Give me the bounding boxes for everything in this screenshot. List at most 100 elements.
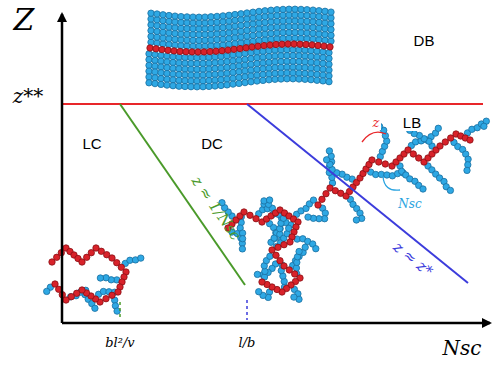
tick-label: bl²/v <box>105 336 134 349</box>
side-chain-bead <box>248 79 254 85</box>
side-chain-bead <box>226 12 232 18</box>
side-chain-bead <box>236 80 242 86</box>
boundary-label: z ≈ 1/Nsc <box>189 173 244 242</box>
side-chain-bead <box>214 13 220 19</box>
side-chain-bead <box>326 79 332 85</box>
region-label: LC <box>82 136 101 151</box>
side-chain-bead <box>158 81 164 87</box>
side-chain-bead <box>323 157 329 163</box>
axis-label: Nsc <box>443 338 482 358</box>
backbone-bead <box>267 42 273 48</box>
side-chain-bead <box>296 76 302 82</box>
backbone-bead <box>259 279 265 285</box>
backbone-bead <box>241 209 247 215</box>
side-chain-bead <box>286 6 292 12</box>
backbone-bead <box>171 48 177 54</box>
side-chain-bead <box>242 79 248 85</box>
backbone-bead <box>273 252 279 258</box>
backbone-bead <box>323 191 329 197</box>
side-chain-bead <box>272 76 278 82</box>
transition-line <box>247 104 468 283</box>
backbone-bead <box>273 41 279 47</box>
backbone-bead <box>225 47 231 53</box>
x-axis <box>62 322 490 325</box>
backbone-bead <box>376 159 382 165</box>
side-chain-bead <box>172 13 178 19</box>
tick-mark <box>246 300 248 320</box>
side-chain-bead <box>271 235 277 241</box>
backbone-bead <box>275 244 281 250</box>
polymer-illustration <box>44 6 490 314</box>
side-chain-bead <box>266 197 272 203</box>
backbone-bead <box>207 48 213 54</box>
backbone-bead <box>231 46 237 52</box>
side-chain-bead <box>313 246 319 252</box>
side-chain-bead <box>316 8 322 14</box>
tick-label: l/b <box>239 336 256 349</box>
side-chain-bead <box>268 7 274 13</box>
side-chain-bead <box>267 253 273 259</box>
side-chain-bead <box>291 294 297 300</box>
side-chain-bead <box>230 81 236 87</box>
side-chain-bead <box>310 7 316 13</box>
axis-tick-label: z** <box>13 86 44 106</box>
arc-mark <box>362 132 386 142</box>
side-chain-bead <box>166 12 172 18</box>
side-chain-bead <box>212 83 218 89</box>
backbone-bead <box>147 45 153 51</box>
side-chain-bead <box>314 77 320 83</box>
side-chain-bead <box>224 82 230 88</box>
backbone-bead <box>321 43 327 49</box>
side-chain-bead <box>200 84 206 90</box>
backbone-bead <box>279 41 285 47</box>
side-chain-bead <box>290 76 296 82</box>
transition-line <box>120 104 245 285</box>
side-chain-bead <box>190 14 196 20</box>
backbone-bead <box>109 292 115 298</box>
side-chain-bead <box>239 236 245 242</box>
backbone-bead <box>442 139 448 145</box>
backbone-bead <box>115 289 121 295</box>
side-chain-bead <box>154 11 160 17</box>
boundary-label: z ≈ z* <box>391 239 436 279</box>
backbone-bead <box>303 41 309 47</box>
side-chain-bead <box>308 77 314 83</box>
region-label: DB <box>414 33 435 48</box>
side-chain-bead <box>97 275 103 281</box>
side-chain-bead <box>182 83 188 89</box>
side-chain-bead <box>148 10 154 16</box>
backbone-bead <box>315 42 321 48</box>
backbone-bead <box>177 48 183 54</box>
side-chain-bead <box>138 255 144 261</box>
side-chain-bead <box>278 76 284 82</box>
backbone-bead <box>219 48 225 54</box>
side-chain-bead <box>447 187 453 193</box>
side-chain-bead <box>220 13 226 19</box>
side-chain-bead <box>244 10 250 16</box>
side-chain-bead <box>280 6 286 12</box>
side-chain-bead <box>262 8 268 14</box>
side-chain-bead <box>160 12 166 18</box>
side-chain-bead <box>302 76 308 82</box>
side-chain-bead <box>296 248 302 254</box>
side-chain-bead <box>481 123 487 129</box>
side-chain-bead <box>304 7 310 13</box>
side-chain-bead <box>256 8 262 14</box>
side-chain-bead <box>353 217 359 223</box>
side-chain-bead <box>178 13 184 19</box>
backbone-bead <box>255 43 261 49</box>
angle-label: z <box>371 115 382 130</box>
backbone-bead <box>297 41 303 47</box>
backbone-bead <box>183 49 189 55</box>
backbone-bead <box>285 41 291 47</box>
backbone-bead <box>261 42 267 48</box>
side-chain-bead <box>92 305 98 311</box>
backbone-bead <box>159 46 165 52</box>
backbone-bead <box>153 46 159 52</box>
side-chain-bead <box>206 83 212 89</box>
side-chain-bead <box>218 82 224 88</box>
side-chain-bead <box>266 77 272 83</box>
side-chain-bead <box>146 80 152 86</box>
